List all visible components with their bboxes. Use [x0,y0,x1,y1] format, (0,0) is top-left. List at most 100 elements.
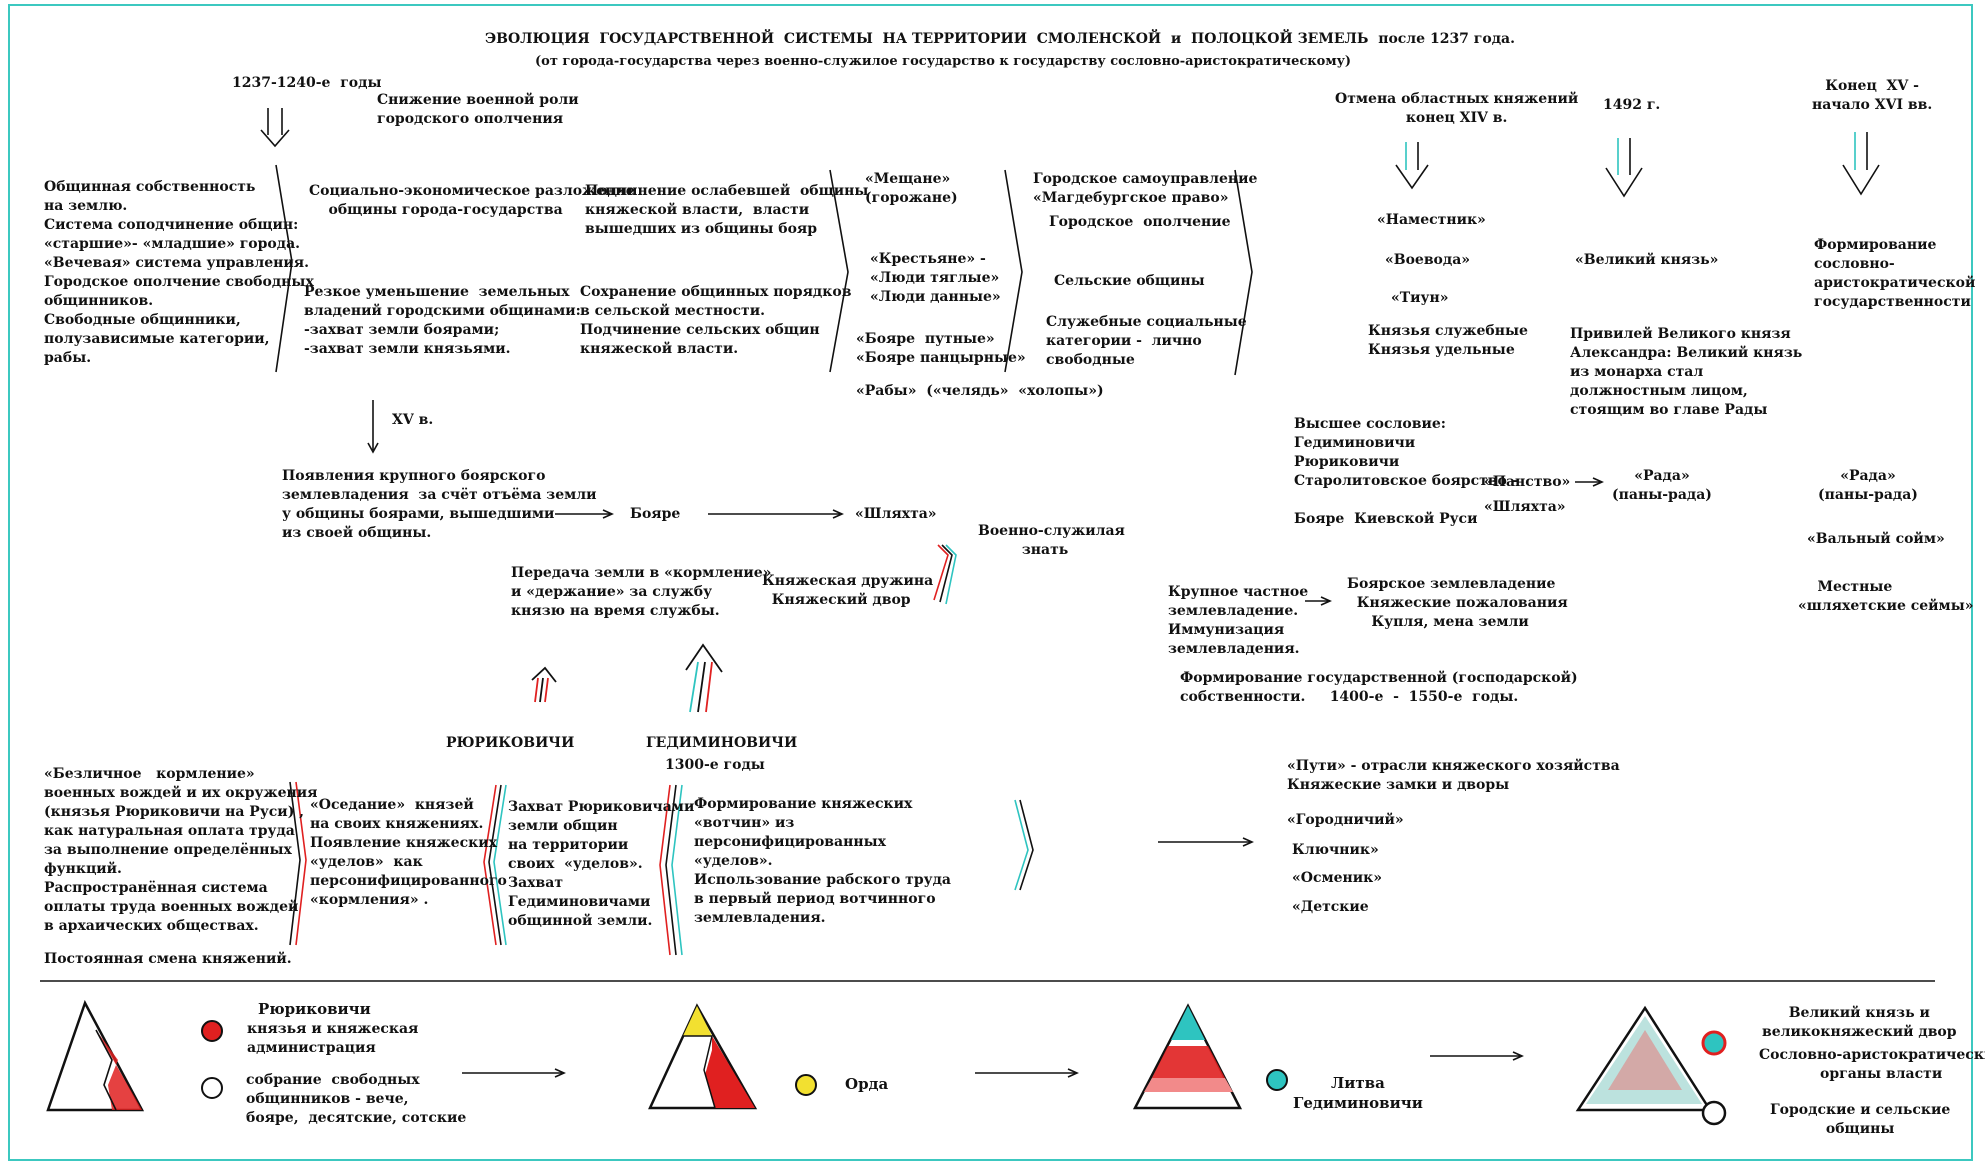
boyar-landholding: Боярское землевладение Княжеские пожалов… [1347,576,1568,630]
meshchane: «Мещане» (горожане) [865,171,958,206]
detskie: «Детские [1292,899,1369,915]
label-abolition: Отмена областных княжений конец XIV в. [1335,91,1579,126]
legend-arrow-1 [462,1068,566,1078]
diagram-title: ЭВОЛЮЦИЯ ГОСУДАРСТВЕННОЙ СИСТЕМЫ НА ТЕРР… [485,31,1515,47]
legend-litva: Литва Гедиминовичи [1293,1074,1423,1112]
rada-1: «Рада» (паны-рада) [1612,468,1712,503]
chevron-row1-a [275,164,293,373]
state-property: Формирование государственной (господарск… [1180,670,1578,705]
land-seizure: Захват Рюриковичами земли общин на терри… [508,799,695,929]
triangle-horde [648,1003,758,1110]
legend-communities: Городские и сельские общины [1770,1102,1951,1137]
community-property: Общинная собственность на землю. Система… [44,179,314,366]
large-boyar-land: Появления крупного боярского землевладен… [282,468,597,541]
tiun: «Тиун» [1391,290,1449,306]
legend-assembly: собрание свободных общинников - вече, бо… [246,1072,467,1126]
legend-dot-litva [1266,1069,1288,1091]
arrow-to-rada [1575,477,1604,487]
teal-arrow-namestnik [1395,142,1429,190]
legend-arrow-3 [1430,1051,1524,1061]
private-land: Крупное частное землевладение. Иммунизац… [1168,584,1309,657]
namestnik: «Наместник» [1377,212,1486,228]
legend-rurikovichi-desc: князья и княжеская администрация [247,1021,419,1056]
page-frame [8,4,1973,1161]
legend-estate-organs: Сословно-аристократические органы власти [1759,1047,1985,1082]
gediminovichi-heading: ГЕДИМИНОВИЧИ [646,735,798,751]
rural-preservation: Сохранение общинных порядков в сельской … [580,284,852,357]
label-1237: 1237-1240-е годы [232,75,382,91]
legend-dot-grand-court [1701,1030,1727,1056]
rada-2: «Рада» (паны-рада) [1818,468,1918,503]
votchiny-formation: Формирование княжеских «вотчин» из персо… [694,796,951,926]
triangle-litva [1132,1003,1243,1110]
label-1300: 1300-е годы [665,757,765,773]
diagram-subtitle: (от города-государства через военно-служ… [535,54,1352,69]
voevoda: «Воевода» [1385,252,1471,268]
peasants: «Крестьяне» - «Люди тяглые» «Люди данные… [870,251,1001,305]
valny-soym: «Вальный сойм» [1807,531,1945,547]
up-arrow-gediminovichi [685,643,723,713]
legend-dot-communities [1701,1100,1727,1126]
slaves: «Рабы» («челядь» «холопы») [856,383,1104,399]
chevron-row3-a [289,781,307,946]
community-subordination: Подчинение ослабевшей общины княжеской в… [585,183,869,237]
arrow-to-boyare [555,509,614,519]
estate-state-formation: Формирование сословно- аристократической… [1814,237,1976,310]
princely-druzhina: Княжеская дружина Княжеский двор [762,573,934,608]
teal-arrow-estate [1842,132,1880,196]
privilege: Привилей Великого князя Александра: Вели… [1570,326,1803,418]
land-reduction: Резкое уменьшение земельных владений гор… [304,284,581,357]
chevron-row1-d [1234,169,1253,376]
label-militia-decline: Снижение военной роли городского ополчен… [377,92,579,127]
chevron-row3-b [483,784,507,946]
rural-communities: Сельские общины [1054,273,1205,289]
arrow-to-boyar-land [1305,596,1332,606]
legend-dot-horde [795,1074,817,1096]
constant-change: Постоянная смена княжений. [44,951,292,967]
label-xv: XV в. [392,412,434,428]
princely-ways: «Пути» - отрасли княжеского хозяйства Кн… [1287,758,1620,793]
chevron-row1-b [829,169,849,373]
land-transfer: Передача земли в «кормление» и «держание… [511,565,772,619]
up-arrow-rurikovichi [531,666,557,703]
community-decay: Социально-экономическое разложение общин… [309,183,635,218]
impersonal-kormlenie: «Безличное кормление» военных вождей и и… [44,766,318,934]
boyars-putnye: «Бояре путные» «Бояре панцырные» [856,331,1026,366]
service-categories: Служебные социальные категории - лично с… [1046,314,1247,368]
higher-estate: Высшее сословие: Гедиминовичи Рюриковичи… [1294,416,1518,527]
triangle-rurikovichi [46,999,145,1112]
legend-grand-court: Великий князь и великокняжеский двор [1762,1005,1957,1040]
city-militia: Городское ополчение [1049,214,1231,230]
legend-rurikovichi-title: Рюриковичи [258,1000,371,1018]
legend-dot-rurikovichi [201,1020,223,1042]
grand-prince: «Великий князь» [1575,252,1719,268]
chevron-row1-c [1004,169,1023,373]
service-princes: Князья служебные Князья удельные [1368,323,1528,358]
boyare: Бояре [630,506,681,522]
panstvo: «Панство» [1484,474,1571,490]
triangle-estate-state [1575,1005,1713,1112]
label-late-15: Конец XV - начало XVI вв. [1812,78,1933,113]
chevron-row3-c [659,784,683,956]
chevron-row3-d [1014,799,1034,891]
label-1492: 1492 г. [1603,97,1661,113]
klyuchnik: Ключник» [1292,842,1379,858]
arrow-to-ways [1158,837,1254,847]
rurikovichi-heading: РЮРИКОВИЧИ [446,735,575,751]
osmenik: «Осменик» [1292,870,1383,886]
arrow-to-shlyakhta [708,509,844,519]
princes-settling: «Оседание» князей на своих княжениях. По… [310,797,507,908]
teal-arrow-grand-prince [1605,138,1643,198]
military-nobility: Военно-служилая знать [978,523,1125,558]
legend-dot-assembly [201,1077,223,1099]
shlyakhta-2: «Шляхта» [1484,499,1566,515]
chevron-military-nobility [933,544,957,605]
self-government: Городское самоуправление «Магдебургское … [1033,171,1258,206]
legend-arrow-2 [975,1068,1079,1078]
down-arrow-xv [367,400,379,454]
local-seyms: Местные «шляхетские сеймы» [1798,579,1974,614]
double-down-arrow-1237 [260,108,290,148]
legend-horde: Орда [845,1075,889,1093]
gorodnichy: «Городничий» [1287,812,1404,828]
